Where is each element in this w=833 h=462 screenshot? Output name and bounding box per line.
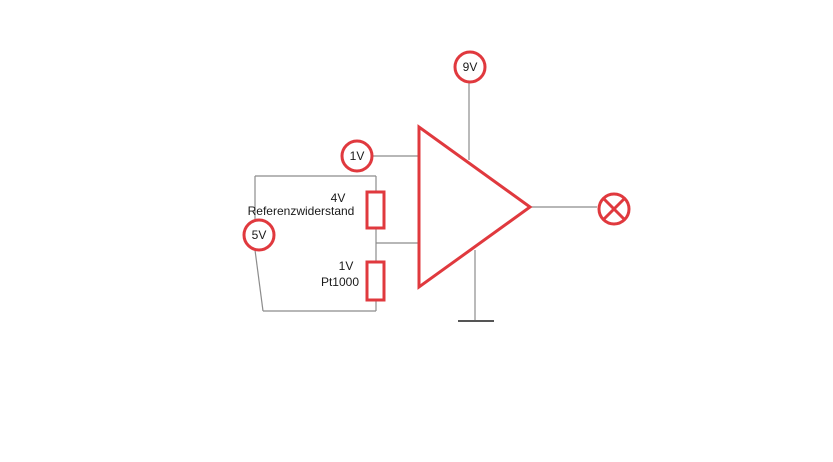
bridge-left-bottom-wire [254, 249, 264, 312]
reference-resistor-voltage: 4V [331, 191, 346, 205]
wires [254, 82, 597, 321]
sensor-resistor-name: Pt1000 [321, 275, 359, 289]
lamp-icon [597, 192, 631, 226]
reference-resistor-name: Referenzwiderstand [248, 204, 355, 218]
input-voltage-node: 1V [340, 139, 374, 173]
bridge-voltage-node: 5V [242, 218, 276, 252]
supply-voltage-label: 9V [463, 60, 478, 74]
reference-resistor-icon [365, 190, 386, 230]
input-voltage-label: 1V [350, 149, 365, 163]
supply-voltage-node: 9V [453, 50, 487, 84]
sensor-resistor-voltage: 1V [339, 259, 354, 273]
op-amp-icon [417, 124, 533, 290]
sensor-resistor-icon [365, 260, 386, 302]
bridge-voltage-label: 5V [252, 228, 267, 242]
